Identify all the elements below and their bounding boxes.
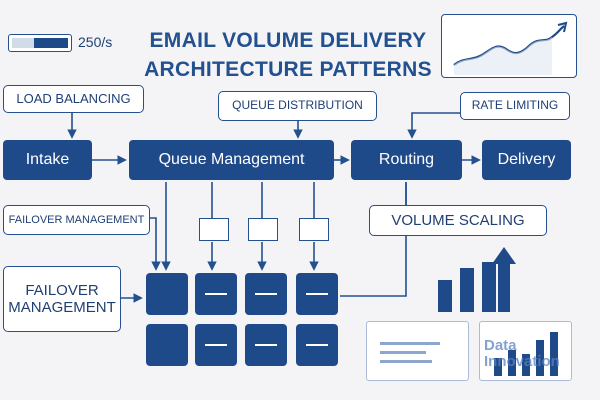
scaling-up-arrow <box>492 247 516 312</box>
queue-cell-dash <box>306 293 328 295</box>
rate-gauge-label: 250/s <box>78 34 113 50</box>
connector-routing-to-grid <box>340 182 407 297</box>
rate-gauge <box>8 34 72 52</box>
rate-gauge-fill <box>34 38 68 48</box>
stage-intake: Intake <box>3 140 92 180</box>
watermark: Data Innovation <box>484 337 560 370</box>
scaling-bar-3 <box>482 262 496 312</box>
queue-cell-dash <box>255 344 277 346</box>
queue-cell <box>296 324 338 366</box>
failover-management-small-label: FAILOVER MANAGEMENT <box>3 205 150 235</box>
document-line <box>380 351 426 354</box>
mini-bar <box>550 332 558 376</box>
arrow-failover-small-to-grid <box>150 217 161 271</box>
arrow-ratelimit-to-routing <box>407 112 460 139</box>
scaling-bar-1 <box>438 280 452 312</box>
queue-cell-dash <box>306 344 328 346</box>
stage-routing: Routing <box>351 140 462 180</box>
mini-chart-card <box>479 321 572 381</box>
distribution-node-3 <box>299 218 329 241</box>
queue-cell-dash <box>255 293 277 295</box>
rate-gauge-track <box>12 38 68 48</box>
diagram-title: EMAIL VOLUME DELIVERY ARCHITECTURE PATTE… <box>144 29 432 81</box>
mini-bar <box>494 358 502 376</box>
trend-chart <box>441 14 577 78</box>
load-balancing-label: LOAD BALANCING <box>3 85 144 113</box>
failover-management-large-label: FAILOVER MANAGEMENT <box>3 266 121 332</box>
stage-queue-management: Queue Management <box>129 140 334 180</box>
document-card <box>366 321 469 381</box>
queue-cell <box>245 324 287 366</box>
queue-cell <box>146 273 188 315</box>
volume-scaling-label: VOLUME SCALING <box>369 205 547 236</box>
queue-cell-dash <box>205 293 227 295</box>
scaling-bar-2 <box>460 268 474 312</box>
distribution-node-1 <box>199 218 229 241</box>
mini-bar <box>522 354 530 376</box>
mini-bar <box>508 350 516 376</box>
trend-area <box>454 37 552 75</box>
mini-chart-canvas <box>494 332 558 376</box>
queue-cell <box>296 273 338 315</box>
mini-bar <box>536 340 544 376</box>
queue-distribution-label: QUEUE DISTRIBUTION <box>218 91 377 121</box>
document-line <box>380 342 440 345</box>
scaling-bar-chart <box>438 247 516 312</box>
queue-cell <box>195 324 237 366</box>
trend-arrowhead <box>557 21 568 33</box>
stage-delivery: Delivery <box>482 140 571 180</box>
trend-chart-canvas <box>453 21 568 75</box>
queue-cell-dash <box>205 344 227 346</box>
document-line <box>380 360 432 363</box>
distribution-node-2 <box>248 218 278 241</box>
queue-cell <box>146 324 188 366</box>
queue-cell <box>245 273 287 315</box>
rate-limiting-label: RATE LIMITING <box>460 92 570 120</box>
queue-cell <box>195 273 237 315</box>
